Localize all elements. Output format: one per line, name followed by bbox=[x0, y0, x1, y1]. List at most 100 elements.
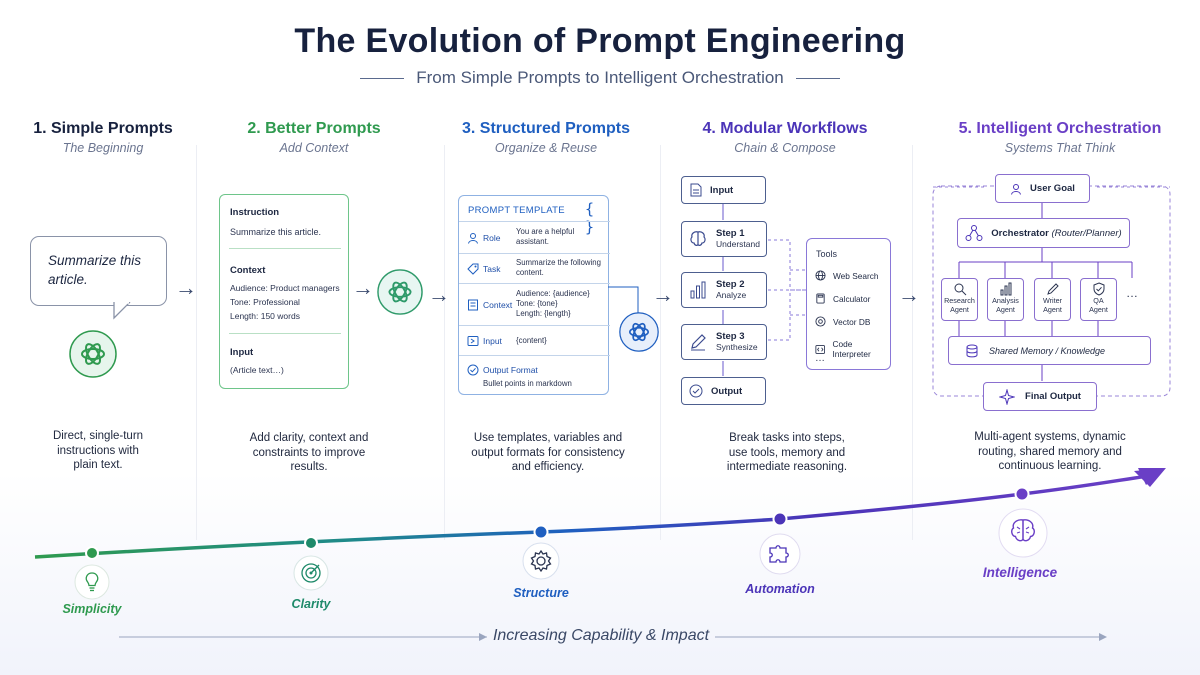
card-divider bbox=[229, 333, 341, 334]
person-icon bbox=[468, 233, 478, 244]
template-label: Role bbox=[483, 233, 501, 243]
arrow-right-icon: → bbox=[898, 282, 920, 307]
tools-more: … bbox=[815, 353, 825, 364]
magnifier-icon bbox=[954, 283, 966, 296]
page-subtitle: From Simple Prompts to Intelligent Orche… bbox=[416, 68, 784, 87]
orchestrator-node: Orchestrator (Router/Planner) bbox=[957, 218, 1130, 248]
tools-panel: Tools Web Search Calculator Vector DB Co… bbox=[806, 238, 891, 370]
arrow-right-icon: → bbox=[428, 282, 450, 307]
bar-chart-icon bbox=[690, 281, 706, 299]
template-label: Task bbox=[483, 264, 501, 274]
workflow-output-node: Output bbox=[681, 377, 766, 405]
input-icon bbox=[467, 336, 479, 346]
capability-growth-curve bbox=[34, 468, 1166, 560]
template-value: Audience: {audience}Tone: {tone}Length: … bbox=[516, 289, 590, 318]
card-divider bbox=[229, 248, 341, 249]
puzzle-icon bbox=[758, 532, 802, 576]
column-divider bbox=[196, 145, 197, 540]
workflow-connectors bbox=[722, 204, 806, 376]
shared-memory-node: Shared Memory / Knowledge bbox=[948, 336, 1151, 365]
instruction-label: Instruction bbox=[230, 207, 280, 218]
stage-1-subtitle: The Beginning bbox=[62, 141, 144, 155]
speech-bubble-tail bbox=[113, 302, 131, 320]
capability-axis-label: Increasing Capability & Impact bbox=[492, 627, 710, 644]
target-icon bbox=[292, 554, 330, 592]
ai-model-icon bbox=[377, 269, 423, 315]
stage-3-subtitle: Organize & Reuse bbox=[494, 141, 598, 155]
document-icon bbox=[690, 183, 702, 197]
gear-icon bbox=[521, 541, 561, 581]
person-icon bbox=[1011, 183, 1022, 195]
document-icon bbox=[468, 299, 478, 311]
user-goal-node: User Goal bbox=[995, 174, 1090, 203]
milestone-dot bbox=[772, 511, 788, 527]
page-title: The Evolution of Prompt Engineering bbox=[294, 22, 906, 60]
subtitle-rule-left bbox=[360, 77, 405, 79]
template-row-input: Input {content} bbox=[459, 325, 610, 355]
milestone-label: Simplicity bbox=[62, 602, 122, 616]
column-divider bbox=[912, 145, 913, 540]
subtitle-rule-right bbox=[795, 77, 840, 79]
prompt-template-card: PROMPT TEMPLATE { } Role You are a helpf… bbox=[458, 195, 610, 395]
context-line: Length: 150 words bbox=[230, 311, 300, 321]
context-label: Context bbox=[230, 265, 266, 276]
instruction-text: Summarize this article. bbox=[230, 227, 322, 237]
template-label: Output Format bbox=[483, 365, 538, 375]
stage-2-title: 2. Better Prompts bbox=[247, 120, 381, 137]
arrow-right-icon: → bbox=[175, 275, 197, 300]
shield-check-icon bbox=[1093, 282, 1104, 296]
globe-icon bbox=[815, 270, 826, 281]
tool-calculator: Calculator bbox=[815, 293, 870, 304]
template-value: Bullet points in markdown bbox=[483, 379, 572, 388]
target-icon bbox=[815, 316, 826, 327]
ai-model-icon bbox=[619, 312, 659, 352]
tool-web-search: Web Search bbox=[815, 270, 879, 281]
stage-2-subtitle: Add Context bbox=[279, 141, 349, 155]
sparkle-icon bbox=[999, 388, 1016, 405]
bar-chart-icon bbox=[1000, 282, 1011, 296]
subtitle-row: From Simple Prompts to Intelligent Orche… bbox=[0, 68, 1200, 88]
tools-title: Tools bbox=[816, 249, 838, 259]
stage-5-subtitle: Systems That Think bbox=[1004, 141, 1116, 155]
check-circle-icon bbox=[467, 364, 479, 376]
arrow-right-icon: → bbox=[352, 275, 374, 300]
orchestration-connectors bbox=[932, 185, 1171, 397]
milestone-label: Clarity bbox=[291, 597, 331, 611]
prompt-speech-bubble: Summarize this article. bbox=[30, 236, 167, 306]
code-icon bbox=[815, 344, 826, 354]
network-icon bbox=[965, 225, 983, 241]
template-value: {content} bbox=[516, 336, 547, 345]
template-label: Context bbox=[483, 300, 513, 310]
stage-3-title: 3. Structured Prompts bbox=[461, 120, 631, 137]
brain-icon bbox=[690, 231, 706, 246]
milestone-dot bbox=[533, 524, 549, 540]
agents-more: … bbox=[1126, 286, 1138, 300]
template-label: Input bbox=[483, 336, 502, 346]
check-circle-icon bbox=[689, 384, 703, 398]
input-text: (Article text…) bbox=[230, 365, 284, 375]
lightbulb-icon bbox=[73, 563, 111, 601]
milestone-label: Intelligence bbox=[982, 565, 1058, 580]
capability-axis-arrow bbox=[119, 633, 1107, 641]
pencil-icon bbox=[691, 334, 706, 351]
tool-vector-db: Vector DB bbox=[815, 316, 870, 327]
template-header: PROMPT TEMPLATE bbox=[468, 205, 565, 216]
arrow-right-icon: → bbox=[652, 282, 674, 307]
tool-code-interpreter: Code Interpreter bbox=[815, 339, 890, 359]
stage-1-title: 1. Simple Prompts bbox=[33, 120, 173, 137]
milestone-dot bbox=[304, 536, 318, 550]
template-row-output-format: Output Format Bullet points in markdown bbox=[459, 355, 610, 395]
stage-4-subtitle: Chain & Compose bbox=[734, 141, 836, 155]
